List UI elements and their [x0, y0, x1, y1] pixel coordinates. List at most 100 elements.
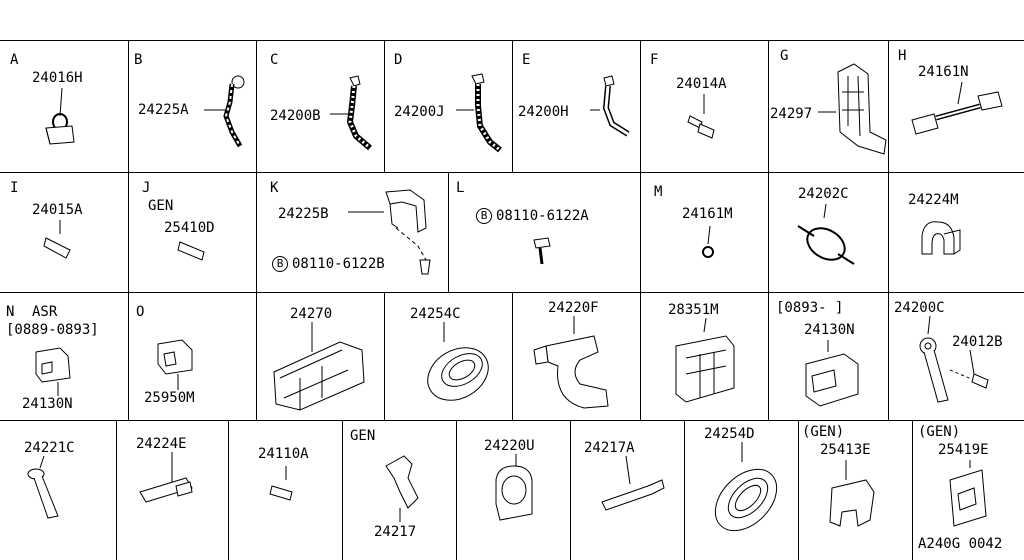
grid-line [512, 292, 513, 420]
bolt-icon [269, 466, 293, 501]
part-number[interactable]: 24297 [770, 106, 813, 122]
grid-line [256, 40, 257, 172]
bolt-symbol: B [272, 256, 288, 272]
harness-clip-icon [330, 75, 372, 151]
grid-line [256, 292, 257, 420]
part-number[interactable]: 24225B [278, 206, 329, 222]
part-number[interactable]: 24014A [676, 76, 727, 92]
diagram-code: A240G 0042 [918, 536, 1003, 552]
grid-line [768, 40, 769, 172]
part-number[interactable]: 24200H [518, 104, 569, 120]
clamp-icon [921, 221, 961, 255]
grid-line [684, 420, 685, 560]
cell-letter: C [270, 52, 279, 68]
bolt-icon [43, 220, 71, 259]
cell-letter: I [10, 180, 19, 196]
part-number[interactable]: 24217A [584, 440, 635, 456]
grid-line [888, 40, 889, 172]
grid-line [640, 292, 641, 420]
part-number[interactable]: 24224M [908, 192, 959, 208]
part-number[interactable]: 25419E [938, 442, 989, 458]
grid-line [798, 420, 799, 560]
cell-letter: D [394, 52, 403, 68]
part-number[interactable]: 24015A [32, 202, 83, 218]
cell-letter: F [650, 52, 659, 68]
grid-line [570, 420, 571, 560]
part-number[interactable]: 24161N [918, 64, 969, 80]
cell-letter: B [134, 52, 143, 68]
part-number[interactable]: 24012B [952, 334, 1003, 350]
grid-line [342, 420, 343, 560]
cell-letter: H [898, 48, 907, 64]
part-number[interactable]: 24200J [394, 104, 445, 120]
part-number[interactable]: 24202C [798, 186, 849, 202]
grid-line [0, 420, 1024, 421]
grid-line [128, 172, 129, 292]
part-number[interactable]: 24200C [894, 300, 945, 316]
part-number[interactable]: 24254D [704, 426, 755, 442]
part-number[interactable]: 24016H [32, 70, 83, 86]
connector-icon [35, 347, 71, 396]
part-number[interactable]: 24220U [484, 438, 535, 454]
connector-harness-icon [911, 82, 1003, 135]
part-number[interactable]: 24221C [24, 440, 75, 456]
part-number[interactable]: 25410D [164, 220, 215, 236]
clip-icon [45, 88, 75, 145]
grid-line [512, 40, 513, 172]
part-number[interactable]: 25413E [820, 442, 871, 458]
connector-icon [157, 339, 193, 390]
part-number[interactable]: 24130N [22, 396, 73, 412]
grid-line [0, 172, 1024, 173]
cell-date: [0889-0893] [6, 322, 99, 338]
harness-clip-icon [204, 75, 245, 148]
part-number[interactable]: 24217 [374, 524, 417, 540]
part-number[interactable]: 24225A [138, 102, 189, 118]
part-number[interactable]: 24270 [290, 306, 333, 322]
cell-letter: M [654, 184, 663, 200]
cell-letter: K [270, 180, 279, 196]
harness-clip-icon [456, 73, 502, 153]
part-number[interactable]: 24110A [258, 446, 309, 462]
grid-line [256, 172, 257, 292]
grommet-icon [714, 442, 778, 532]
part-number[interactable]: 28351M [668, 302, 719, 318]
cell-note: (GEN) [918, 424, 961, 440]
cell-note: (GEN) [802, 424, 845, 440]
clip-holder-icon [495, 454, 533, 521]
grid-line [640, 40, 641, 172]
grid-line [128, 292, 129, 420]
part-number[interactable]: 24161M [682, 206, 733, 222]
harness-clip-icon [590, 75, 630, 137]
bracket-clip-icon [348, 189, 431, 275]
part-number[interactable]: 24220F [548, 300, 599, 316]
part-number[interactable]: 24200B [270, 108, 321, 124]
part-number[interactable]: 24224E [136, 436, 187, 452]
cell-letter: L [456, 180, 465, 196]
clip-holder-icon [533, 316, 609, 409]
wire-strap-icon [797, 204, 855, 265]
screw-icon [533, 237, 551, 265]
relay-block-icon [675, 318, 735, 403]
grid-line [228, 420, 229, 560]
part-number[interactable]: 24254C [410, 306, 461, 322]
cell-letter: O [136, 304, 145, 320]
cell-letter: E [522, 52, 531, 68]
part-number[interactable]: 25950M [144, 390, 195, 406]
connector-icon [805, 340, 859, 407]
grommet-icon [427, 322, 489, 401]
grid-line [128, 40, 129, 172]
grid-line [116, 420, 117, 560]
grid-line [888, 292, 889, 420]
grid-line [768, 172, 769, 292]
grid-line [384, 40, 385, 172]
grid-line [768, 292, 769, 420]
part-number[interactable]: 24130N [804, 322, 855, 338]
cell-note: GEN [350, 428, 376, 444]
cell-letter: N [6, 304, 15, 320]
grid-line [384, 292, 385, 420]
cell-note: GEN [148, 198, 174, 214]
ground-terminal-icon [919, 316, 989, 403]
